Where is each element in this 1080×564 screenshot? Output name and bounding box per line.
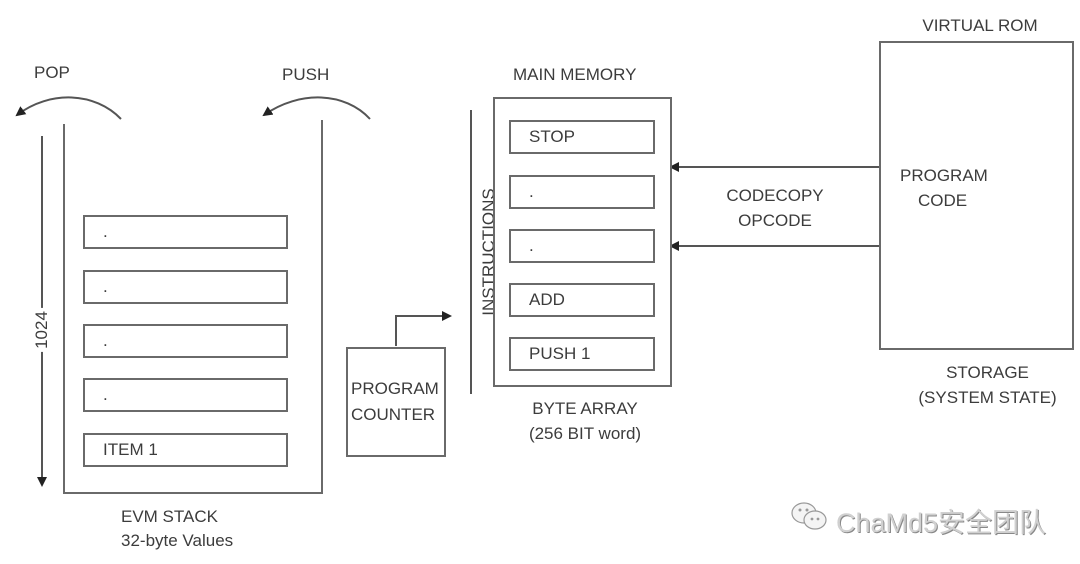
memory-cell: PUSH 1 bbox=[509, 337, 655, 371]
watermark: ChaMd5安全团队 bbox=[790, 500, 1046, 541]
rom-content-1: PROGRAM bbox=[900, 166, 988, 185]
virtual-rom-title: VIRTUAL ROM bbox=[922, 16, 1038, 35]
stack-item: . bbox=[83, 215, 288, 249]
stack-container bbox=[63, 120, 323, 494]
memory-cell: ADD bbox=[509, 283, 655, 317]
stack-item: . bbox=[83, 324, 288, 358]
memory-cell: STOP bbox=[509, 120, 655, 154]
memory-caption-2: (256 BIT word) bbox=[528, 424, 642, 443]
rom-content-2: CODE bbox=[917, 191, 968, 210]
codecopy-label-2: OPCODE bbox=[738, 211, 812, 230]
stack-item: . bbox=[83, 378, 288, 412]
program-counter-line1: PROGRAM bbox=[351, 379, 439, 398]
memory-cell: . bbox=[509, 229, 655, 263]
wechat-icon bbox=[790, 500, 830, 541]
pc-arrow bbox=[395, 311, 452, 346]
stack-depth-label: 1024 bbox=[31, 308, 52, 352]
codecopy-label-1: CODECOPY bbox=[726, 186, 824, 205]
memory-caption-1: BYTE ARRAY bbox=[532, 399, 638, 418]
program-counter-box: PROGRAM COUNTER bbox=[346, 347, 446, 457]
memory-cell: . bbox=[509, 175, 655, 209]
watermark-text: ChaMd5安全团队 bbox=[836, 508, 1047, 538]
pop-arrow bbox=[15, 96, 122, 120]
rom-caption-1: STORAGE bbox=[946, 363, 1029, 382]
push-arrow bbox=[262, 96, 371, 120]
virtual-rom-box bbox=[879, 41, 1074, 350]
rom-caption-2: (SYSTEM STATE) bbox=[918, 388, 1057, 407]
stack-subtitle: 32-byte Values bbox=[121, 531, 234, 550]
pop-label: POP bbox=[34, 63, 70, 82]
program-counter-line2: COUNTER bbox=[351, 405, 436, 424]
stack-item: . bbox=[83, 270, 288, 304]
main-memory-title: MAIN MEMORY bbox=[513, 65, 637, 84]
stack-item: ITEM 1 bbox=[83, 433, 288, 467]
stack-title: EVM STACK bbox=[121, 507, 218, 526]
push-label: PUSH bbox=[282, 65, 330, 84]
